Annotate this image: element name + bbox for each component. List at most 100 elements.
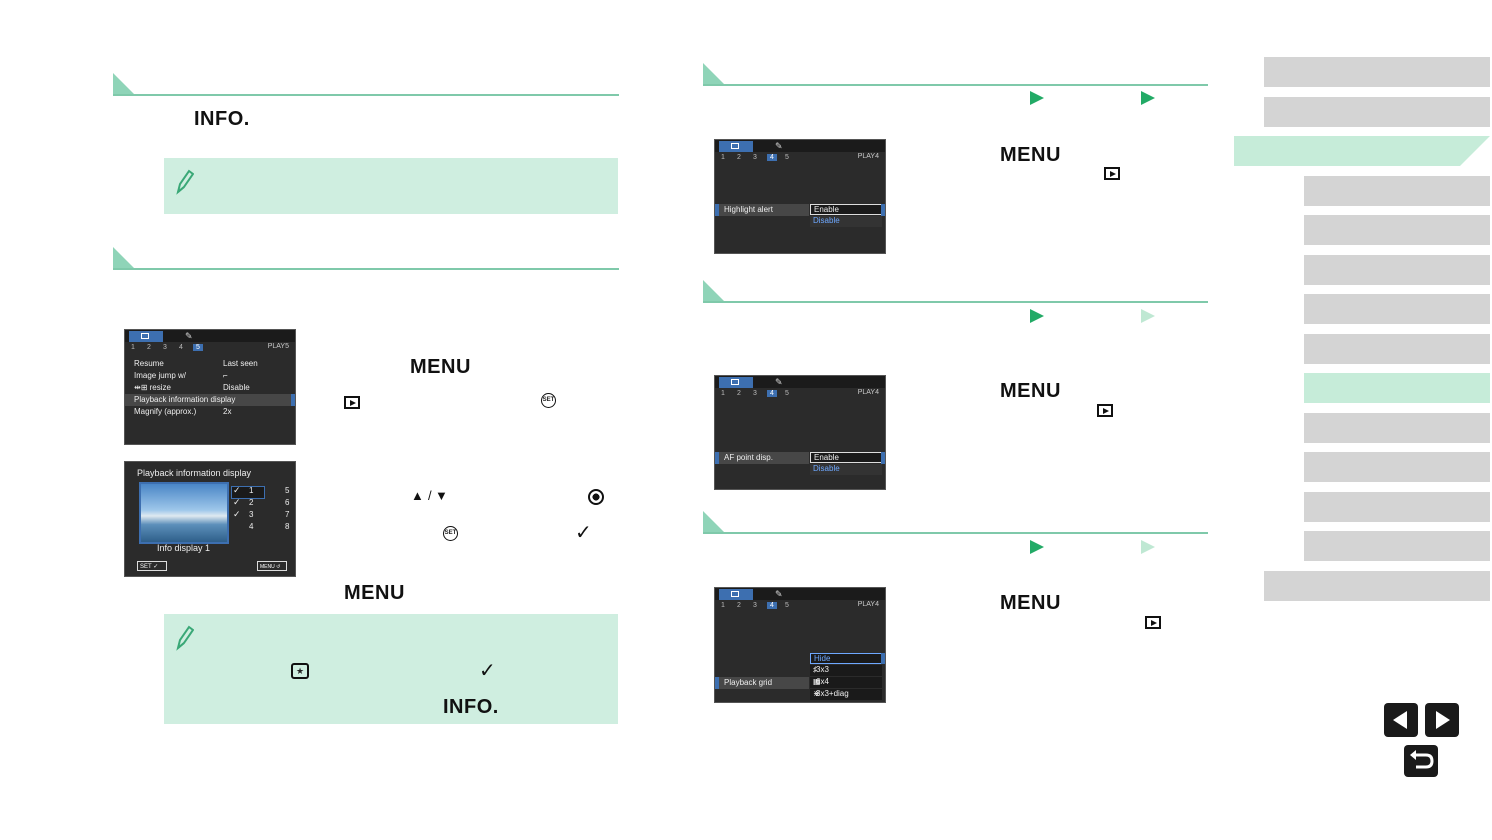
nav-sub-6-current[interactable] bbox=[1304, 373, 1490, 403]
note-box-2: ★ ✓ INFO. bbox=[164, 614, 618, 724]
menu-row: Image jump w/⌐ bbox=[134, 371, 228, 380]
info-button-label: INFO. bbox=[443, 696, 499, 718]
menu-row-selected: Playback grid bbox=[715, 677, 809, 689]
option-enable[interactable]: Enable bbox=[810, 452, 882, 463]
nav-button-1[interactable] bbox=[1264, 57, 1490, 87]
section-header-3 bbox=[703, 63, 1208, 86]
nav-button-current-chapter[interactable] bbox=[1234, 136, 1490, 166]
playback-info-display-screen: Playback information display ✓1 ✓2 ✓3 4 … bbox=[124, 461, 296, 577]
check-box-1[interactable] bbox=[231, 486, 265, 499]
menu-button-label: MENU bbox=[1000, 380, 1061, 402]
section-header-2 bbox=[113, 247, 619, 270]
menu-button-label: MENU bbox=[344, 582, 405, 604]
page-code: PLAY5 bbox=[267, 343, 289, 350]
playback-icon bbox=[344, 396, 360, 410]
menu-button-label: MENU bbox=[1000, 592, 1061, 614]
check-num: 2 bbox=[249, 498, 254, 507]
menu-return-key: MENU ↺ bbox=[257, 561, 287, 571]
play-tab-icon bbox=[719, 141, 753, 152]
option-3x3[interactable]: 3x3 ♯ bbox=[810, 665, 882, 676]
note-box-1 bbox=[164, 158, 618, 214]
menu-row-selected: AF point disp. bbox=[715, 452, 809, 464]
option-enable[interactable]: Enable bbox=[810, 204, 882, 215]
shooting-mode-arrow bbox=[1141, 91, 1155, 105]
play-tab-icon bbox=[719, 377, 753, 388]
nav-sub-4[interactable] bbox=[1304, 294, 1490, 324]
tab-num-active: 5 bbox=[193, 344, 203, 351]
control-dial-icon bbox=[588, 489, 604, 505]
check-num: 7 bbox=[285, 510, 290, 519]
option-6x4[interactable]: 6x4 ▦ bbox=[810, 677, 882, 688]
playback-icon bbox=[1145, 616, 1162, 630]
rating-button-icon: ★ bbox=[291, 663, 309, 679]
play-tab-icon bbox=[719, 589, 753, 600]
page-code: PLAY4 bbox=[857, 389, 879, 396]
nav-sub-10[interactable] bbox=[1304, 531, 1490, 561]
wrench-icon: ✎ bbox=[775, 589, 783, 599]
page-code: PLAY4 bbox=[857, 601, 879, 608]
info-button-label: INFO. bbox=[194, 108, 250, 130]
nav-sub-8[interactable] bbox=[1304, 452, 1490, 482]
pencil-icon bbox=[176, 625, 194, 651]
set-check-key: SET ✓ bbox=[137, 561, 167, 571]
pencil-icon bbox=[176, 169, 194, 195]
down-arrow-icon: ▼ bbox=[435, 488, 448, 503]
wrench-icon: ✎ bbox=[775, 141, 783, 151]
check-num: 6 bbox=[285, 498, 290, 507]
check-num: 1 bbox=[249, 486, 254, 495]
nav-button-index[interactable] bbox=[1264, 571, 1490, 601]
func-set-button-icon: SET bbox=[443, 526, 458, 541]
nav-sub-1[interactable] bbox=[1304, 176, 1490, 206]
checkmark-icon: ✓ bbox=[479, 660, 496, 682]
tab-num: 3 bbox=[163, 344, 167, 351]
menu-button-label: MENU bbox=[410, 356, 471, 378]
page-code: PLAY4 bbox=[857, 153, 879, 160]
shooting-mode-arrow bbox=[1030, 309, 1044, 323]
option-hide[interactable]: Hide bbox=[810, 653, 882, 664]
tab-num: 2 bbox=[147, 344, 151, 351]
check-num: 5 bbox=[285, 486, 290, 495]
shooting-mode-arrow-disabled bbox=[1141, 309, 1155, 323]
nav-sub-7[interactable] bbox=[1304, 413, 1490, 443]
nav-sub-3[interactable] bbox=[1304, 255, 1490, 285]
playback-icon bbox=[1104, 167, 1121, 181]
previous-page-arrow-icon[interactable] bbox=[1384, 703, 1418, 737]
tab-num: 4 bbox=[179, 344, 183, 351]
camera-menu-screen-playback-grid: ✎ 1 2 3 4 5 PLAY4 Hide 3x3 ♯ Playback gr… bbox=[714, 587, 886, 703]
screen-title: Playback information display bbox=[137, 468, 252, 478]
menu-button-label: MENU bbox=[1000, 144, 1061, 166]
checkmark-icon: ✓ bbox=[575, 522, 592, 544]
return-arrow-glyph bbox=[1410, 750, 1434, 769]
nav-sub-9[interactable] bbox=[1304, 492, 1490, 522]
nav-sub-2[interactable] bbox=[1304, 215, 1490, 245]
menu-row-selected: Playback information display bbox=[125, 394, 295, 406]
wrench-icon: ✎ bbox=[185, 331, 193, 341]
chapter-tab-corner bbox=[1460, 136, 1490, 166]
wrench-icon: ✎ bbox=[775, 377, 783, 387]
nav-sub-5[interactable] bbox=[1304, 334, 1490, 364]
nav-button-2[interactable] bbox=[1264, 97, 1490, 127]
next-page-arrow-icon[interactable] bbox=[1425, 703, 1459, 737]
info-display-caption: Info display 1 bbox=[157, 543, 211, 553]
menu-row: Magnify (approx.)2x bbox=[134, 407, 232, 416]
menu-row-selected: Highlight alert bbox=[715, 204, 809, 216]
shooting-mode-arrow bbox=[1030, 91, 1044, 105]
section-header-4 bbox=[703, 280, 1208, 303]
section-header-5 bbox=[703, 511, 1208, 534]
camera-menu-screen-highlight-alert: ✎ 1 2 3 4 5 PLAY4 Highlight alert Enable… bbox=[714, 139, 886, 254]
up-arrow-icon: ▲ bbox=[411, 488, 424, 503]
playback-icon bbox=[1096, 404, 1113, 418]
func-set-button-icon: SET bbox=[541, 393, 556, 408]
shooting-mode-arrow bbox=[1030, 540, 1044, 554]
check-num: 4 bbox=[249, 522, 254, 531]
return-icon[interactable] bbox=[1404, 745, 1438, 777]
option-3x3-diag[interactable]: 3x3+diag ⋇ bbox=[810, 689, 882, 700]
shooting-mode-arrow-disabled bbox=[1141, 540, 1155, 554]
check-num: 3 bbox=[249, 510, 254, 519]
section-header-1 bbox=[113, 73, 619, 96]
option-disable[interactable]: Disable bbox=[810, 216, 882, 227]
option-disable[interactable]: Disable bbox=[810, 464, 882, 475]
